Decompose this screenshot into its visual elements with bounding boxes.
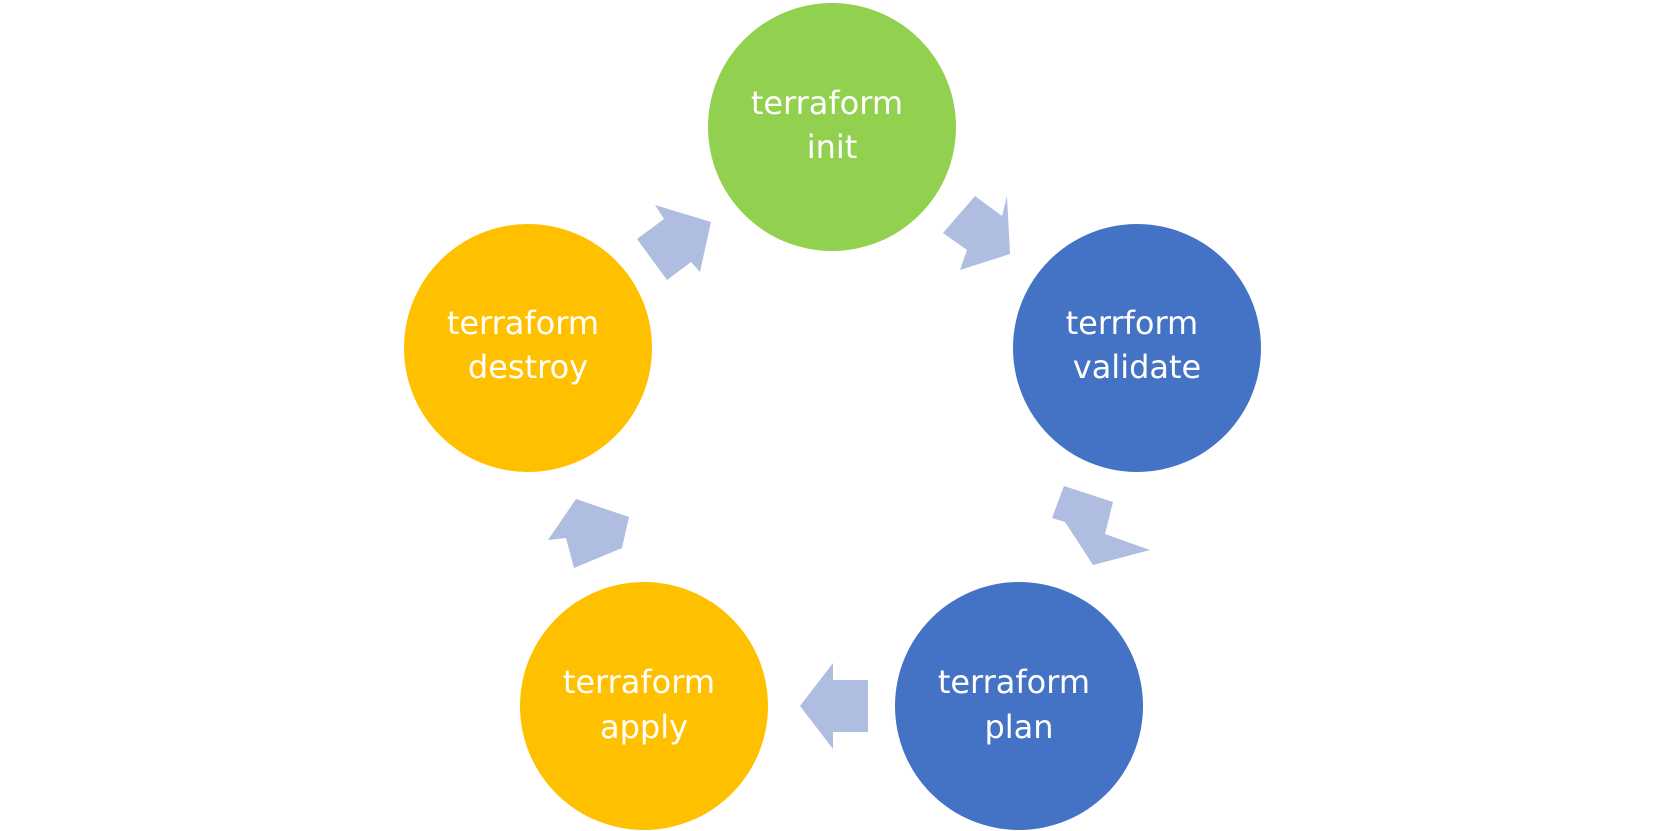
- node-label-destroy-line2: destroy: [468, 348, 588, 386]
- node-circle-validate: [1013, 224, 1261, 472]
- node-terraform-init: terraform init: [708, 3, 956, 251]
- node-terraform-apply: terraform apply: [520, 582, 768, 830]
- cycle-arrows: [548, 196, 1150, 749]
- node-label-plan-line2: plan: [984, 708, 1053, 746]
- node-label-plan-line1: terraform: [938, 663, 1090, 701]
- node-terrform-validate: terrform validate: [1013, 224, 1261, 472]
- arrow-validate-to-plan: [1052, 486, 1150, 565]
- node-label-validate-line2: validate: [1073, 348, 1201, 386]
- node-label-destroy-line1: terraform: [447, 304, 599, 342]
- node-circle-apply: [520, 582, 768, 830]
- node-label-apply-line2: apply: [600, 708, 688, 746]
- svg-text:terraform init: terraform init: [751, 84, 913, 166]
- arrow-apply-to-destroy: [548, 499, 629, 568]
- arrow-plan-to-apply: [800, 663, 868, 749]
- node-circle-init: [708, 3, 956, 251]
- arrow-destroy-to-init: [637, 205, 711, 280]
- arrow-init-to-validate: [943, 196, 1010, 270]
- node-label-validate-line1: terrform: [1066, 304, 1199, 342]
- svg-text:terraform plan: terraform plan: [938, 663, 1100, 746]
- node-circle-destroy: [404, 224, 652, 472]
- node-terraform-plan: terraform plan: [895, 582, 1143, 830]
- node-label-init-line1: terraform: [751, 84, 903, 122]
- svg-text:terraform destroy: terraform destroy: [447, 304, 609, 386]
- node-label-apply-line1: terraform: [563, 663, 715, 701]
- svg-text:terraform apply: terraform apply: [563, 663, 725, 746]
- svg-text:terrform validate: terrform validate: [1066, 304, 1209, 386]
- node-circle-plan: [895, 582, 1143, 830]
- node-label-init-line2: init: [807, 128, 858, 166]
- node-terraform-destroy: terraform destroy: [404, 224, 652, 472]
